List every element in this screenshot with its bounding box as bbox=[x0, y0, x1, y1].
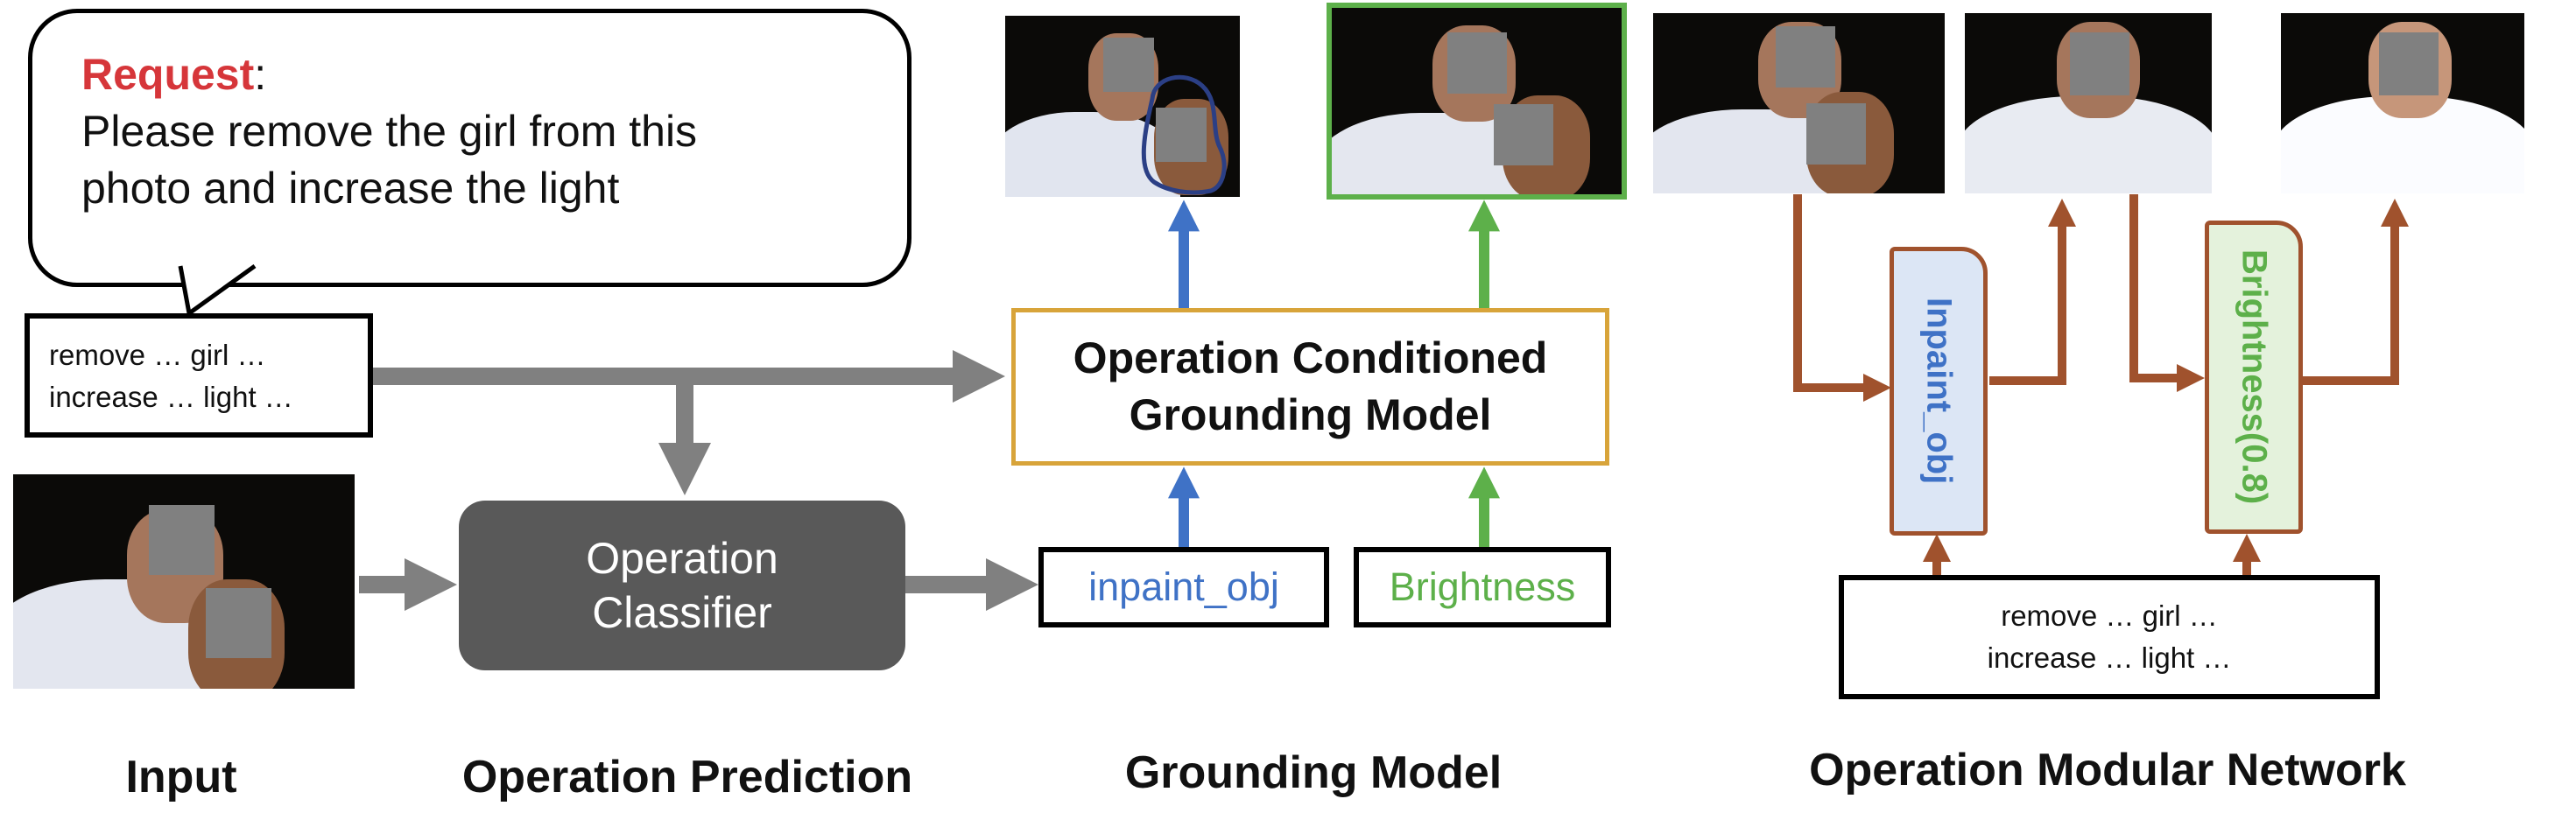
input-text-line-2: increase … light … bbox=[49, 380, 293, 413]
grounding-mask-photo bbox=[1005, 16, 1240, 197]
request-line-2: photo and increase the light bbox=[81, 164, 620, 213]
operation-classifier: Operation Classifier bbox=[459, 501, 905, 670]
grounding-line-2: Grounding Model bbox=[1129, 390, 1492, 439]
module-inpaint-obj: Inpaint_obj bbox=[1890, 247, 1988, 536]
face-mask bbox=[1156, 108, 1207, 162]
face-mask bbox=[149, 505, 215, 575]
request-colon: : bbox=[254, 50, 267, 99]
operation-inpaint-obj-label: inpaint_obj bbox=[1088, 564, 1279, 609]
section-label-grounding-model: Grounding Model bbox=[1124, 747, 1503, 798]
bubble-tail bbox=[178, 263, 257, 317]
input-photo bbox=[13, 474, 355, 689]
input-text-line-1: remove … girl … bbox=[49, 339, 266, 371]
request-line-1: Please remove the girl from this bbox=[81, 107, 698, 156]
modular-text-line-1: remove … girl … bbox=[2001, 599, 2218, 633]
section-label-operation-prediction: Operation Prediction bbox=[461, 752, 913, 802]
operation-brightness-box: Brightness bbox=[1354, 547, 1611, 627]
section-label-operation-modular-network: Operation Modular Network bbox=[1809, 745, 2406, 795]
grounding-region-photo bbox=[1327, 3, 1627, 200]
classifier-line-2: Classifier bbox=[592, 588, 772, 637]
request-label: Request bbox=[81, 50, 255, 99]
classifier-line-1: Operation bbox=[586, 533, 778, 583]
arrow-module1-to-image2 bbox=[1989, 199, 2076, 385]
modular-input-photo bbox=[1653, 13, 1945, 193]
face-mask bbox=[206, 588, 271, 658]
operation-inpaint-obj-box: inpaint_obj bbox=[1038, 547, 1329, 627]
arrow-module2-to-image3 bbox=[2303, 199, 2409, 385]
modular-text-box: remove … girl … increase … light … bbox=[1839, 575, 2380, 699]
face-mask bbox=[1103, 38, 1154, 92]
face-mask bbox=[1806, 103, 1866, 165]
section-label-input: Input bbox=[125, 752, 237, 802]
arrow-image1-to-module1 bbox=[1793, 194, 1891, 402]
face-mask bbox=[1447, 32, 1507, 94]
grounding-line-1: Operation Conditioned bbox=[1073, 333, 1548, 382]
operation-brightness-label: Brightness bbox=[1389, 564, 1576, 609]
modular-brightened-photo bbox=[2281, 13, 2524, 193]
face-mask bbox=[2379, 32, 2439, 95]
modular-text-line-2: increase … light … bbox=[1987, 641, 2232, 674]
grounding-model-box: Operation Conditioned Grounding Model bbox=[1011, 308, 1609, 466]
girl-mask-outline bbox=[1141, 74, 1227, 195]
face-mask bbox=[1494, 104, 1553, 165]
module-brightness-label: Brightness(0.8) bbox=[2235, 249, 2274, 505]
arrow-image2-to-module2 bbox=[2129, 194, 2205, 392]
request-bubble: Request: Please remove the girl from thi… bbox=[28, 9, 911, 287]
module-inpaint-obj-label: Inpaint_obj bbox=[1919, 298, 1959, 485]
modular-inpainted-photo bbox=[1965, 13, 2212, 193]
request-title-line: Request: bbox=[81, 46, 907, 103]
face-mask bbox=[2070, 32, 2129, 95]
input-text-box: remove … girl … increase … light … bbox=[25, 313, 373, 438]
module-brightness: Brightness(0.8) bbox=[2205, 221, 2303, 534]
face-mask bbox=[1776, 26, 1835, 88]
